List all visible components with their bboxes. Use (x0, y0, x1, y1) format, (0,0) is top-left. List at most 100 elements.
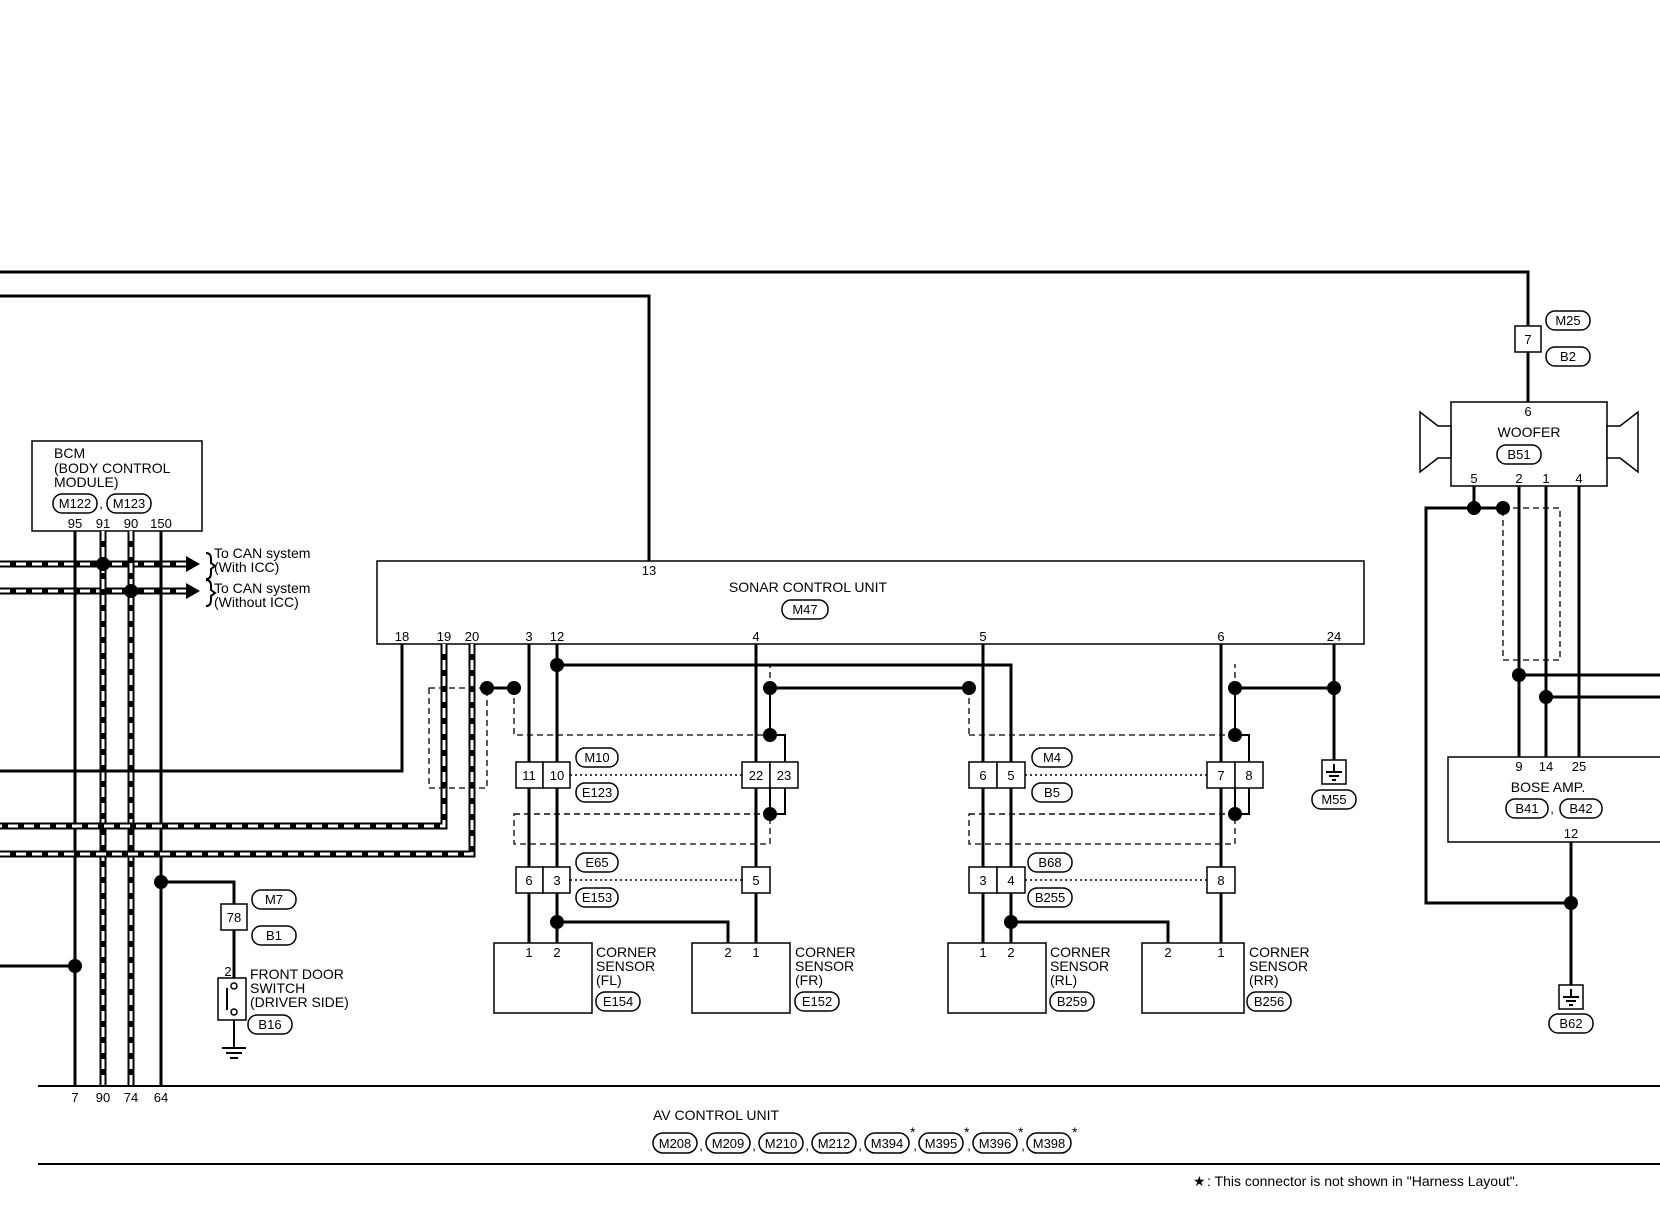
b5-connector: B5 (1044, 785, 1060, 800)
footnote-text: : This connector is not shown in "Harnes… (1207, 1173, 1519, 1189)
av-pin-90: 90 (96, 1090, 110, 1105)
av-title: AV CONTROL UNIT (653, 1107, 779, 1123)
sonar-control-unit: 13 SONAR CONTROL UNIT M47 18 19 20 3 12 … (376, 560, 1365, 645)
av-sep: , (967, 1138, 971, 1153)
m4-pin-5: 5 (1007, 768, 1014, 783)
e65-pin-6: 6 (525, 873, 532, 888)
m10-pin-11: 11 (522, 768, 536, 783)
woofer-pin-6: 6 (1524, 404, 1531, 419)
sensor-fr-line-3: (FR) (795, 972, 823, 988)
door-switch-line-2: SWITCH (250, 980, 305, 996)
sonar-title: SONAR CONTROL UNIT (729, 579, 888, 595)
corner-sensor-rl: 1 2 CORNER SENSOR (RL) B259 (947, 942, 1111, 1014)
b68-pin-3: 3 (979, 873, 986, 888)
sonar-pin-18: 18 (395, 629, 409, 644)
woofer-title: WOOFER (1498, 424, 1561, 440)
bose-pin-9: 9 (1515, 759, 1522, 774)
sensor-fl-pin-2: 2 (553, 945, 560, 960)
joint-pin-23: 23 (777, 768, 791, 783)
joint-m4-b5: 6 5 M4 B5 (968, 747, 1073, 803)
av-control-unit: 7 90 74 64 AV CONTROL UNIT M208 , M209 ,… (38, 1085, 1660, 1165)
av-pin-64: 64 (154, 1090, 168, 1105)
joint-e65-e153: 6 3 E65 E153 (515, 852, 619, 908)
sonar-pin-5: 5 (979, 629, 986, 644)
can-bus-lines: To CAN system (With ICC) To CAN system (… (0, 545, 310, 610)
sensor-rl-line-1: CORNER (1050, 944, 1111, 960)
bose-pin-12: 12 (1564, 826, 1578, 841)
bcm-connector-1: M122 (59, 496, 92, 511)
m25-connector: M25 (1555, 313, 1580, 328)
can-arrow-icon (186, 556, 200, 572)
av-sep: , (699, 1138, 703, 1153)
b255-connector: B255 (1035, 890, 1065, 905)
e153-connector: E153 (582, 890, 612, 905)
m7-pin: 78 (227, 910, 241, 925)
sensor-fl-pin-1: 1 (525, 945, 532, 960)
bcm-pin-150: 150 (150, 516, 172, 531)
joint-pin-8-b: 8 (1217, 873, 1224, 888)
m7-connector: M7 (265, 892, 283, 907)
sonar-connector: M47 (792, 602, 817, 617)
corner-sensor-fl: 1 2 CORNER SENSOR (FL) E154 (493, 942, 657, 1014)
door-switch-connector: B16 (258, 1017, 281, 1032)
sensor-rr-line-2: SENSOR (1249, 958, 1308, 974)
can-label-2b: (Without ICC) (214, 594, 299, 610)
av-sep: , (1021, 1138, 1025, 1153)
sensor-fr-line-1: CORNER (795, 944, 856, 960)
av-connector-m394: M394 (871, 1136, 904, 1151)
bose-title: BOSE AMP. (1511, 779, 1585, 795)
sensor-fl-line-3: (FL) (596, 972, 622, 988)
av-pin-74: 74 (124, 1090, 138, 1105)
bose-connector-2: B42 (1569, 801, 1592, 816)
m55-connector: M55 (1321, 792, 1346, 807)
bcm-title-line-3: MODULE) (54, 474, 119, 490)
bcm-connector-2: M123 (113, 496, 146, 511)
e65-connector: E65 (585, 855, 608, 870)
sensor-rr-line-1: CORNER (1249, 944, 1310, 960)
m10-pin-10: 10 (550, 768, 564, 783)
av-connector-m210: M210 (765, 1136, 798, 1151)
b2-connector: B2 (1560, 349, 1576, 364)
woofer-connector: B51 (1507, 447, 1530, 462)
footnote-star: ★ (1193, 1173, 1206, 1189)
sensor-fr-pin-2: 2 (724, 945, 731, 960)
can-label-1b: (With ICC) (214, 559, 279, 575)
sonar-pin-20: 20 (465, 629, 479, 644)
m4-pin-6: 6 (979, 768, 986, 783)
bose-amp: 9 14 25 BOSE AMP. B41 , B42 12 (1447, 756, 1660, 843)
av-star: * (910, 1124, 916, 1140)
bcm-title-line-1: BCM (54, 445, 85, 461)
sensor-rl-pin-1: 1 (979, 945, 986, 960)
e123-connector: E123 (582, 785, 612, 800)
sensor-fl-line-1: CORNER (596, 944, 657, 960)
bose-connector-sep: , (1550, 801, 1554, 816)
door-switch-line-1: FRONT DOOR (250, 966, 344, 982)
sensor-fl-line-2: SENSOR (596, 958, 655, 974)
ground-b62: B62 (1548, 984, 1594, 1034)
joint-m7-b1: 78 M7 B1 (220, 889, 297, 946)
woofer-pin-4: 4 (1575, 471, 1582, 486)
sensor-rr-connector: B256 (1254, 994, 1284, 1009)
av-star: * (1018, 1124, 1024, 1140)
b68-pin-4: 4 (1007, 873, 1014, 888)
sensor-fr-connector: E152 (802, 994, 832, 1009)
bcm-unit: BCM (BODY CONTROL MODULE) M122 , M123 95… (31, 440, 203, 532)
av-pin-7: 7 (71, 1090, 78, 1105)
door-switch-pin: 2 (224, 964, 231, 979)
joint-m25-b2: 7 M25 B2 (1514, 310, 1591, 367)
top-wire-sonar (0, 294, 651, 561)
sonar-pin-24: 24 (1327, 629, 1341, 644)
av-sep: , (913, 1138, 917, 1153)
bose-pin-25: 25 (1572, 759, 1586, 774)
speaker-right-icon (1606, 410, 1639, 474)
can-label-1a: To CAN system (214, 545, 310, 561)
sensor-rr-pin-2: 2 (1164, 945, 1171, 960)
sonar-pin-3: 3 (525, 629, 532, 644)
bcm-pin-91: 91 (96, 516, 110, 531)
av-connector-m396: M396 (979, 1136, 1012, 1151)
woofer-pin-5: 5 (1470, 471, 1477, 486)
speaker-left-icon (1419, 410, 1452, 474)
sensor-rl-line-2: SENSOR (1050, 958, 1109, 974)
ground-icon (222, 1047, 246, 1059)
